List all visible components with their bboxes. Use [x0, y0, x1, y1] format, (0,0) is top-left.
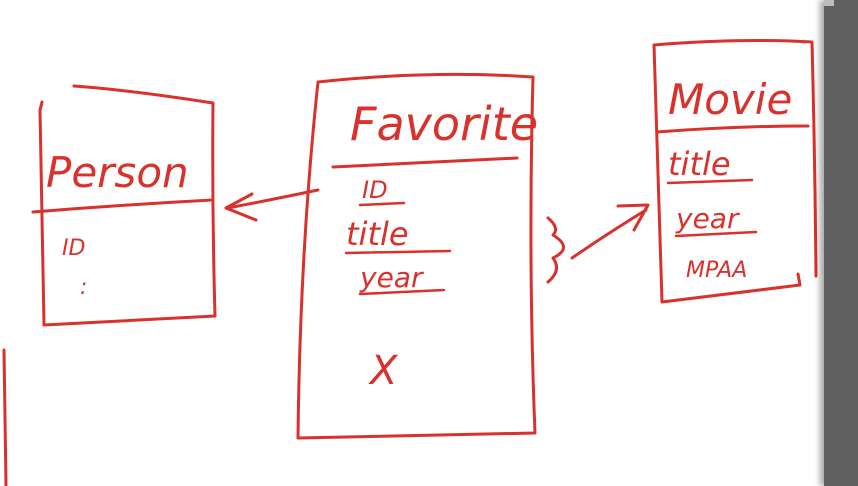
er-diagram: Person ID : Favorite ID title year X Mov… [2, 39, 818, 486]
favorite-title-underline [344, 249, 452, 255]
relation-favorite-person [224, 188, 320, 222]
relation-line-to-movie [570, 208, 648, 260]
favorite-field-year: year [359, 261, 424, 294]
favorite-box-outline [296, 72, 537, 440]
entity-movie: Movie title year MPAA [652, 39, 818, 304]
favorite-year-underline [358, 288, 446, 296]
entity-person: Person ID : [31, 84, 217, 327]
person-title: Person [46, 148, 189, 197]
person-box-outline [38, 84, 217, 327]
person-box-corner [38, 100, 44, 112]
movie-field-mpaa: MPAA [686, 258, 747, 283]
stray-stroke-left [2, 348, 8, 486]
scrollbar-top-edge [824, 0, 834, 6]
favorite-x-mark: X [368, 348, 399, 394]
favorite-title-divider [331, 156, 519, 169]
arrowhead-movie-icon [616, 203, 650, 232]
person-title-divider [31, 198, 214, 214]
movie-field-year: year [675, 202, 740, 235]
movie-title: Movie [668, 75, 792, 124]
favorite-field-id: ID [362, 176, 388, 204]
movie-field-title: title [668, 145, 731, 183]
relation-favorite-movie [546, 203, 650, 284]
favorite-field-title: title [346, 215, 409, 253]
favorite-id-underline [358, 201, 406, 207]
person-field-more: : [80, 275, 87, 300]
movie-box-top-right [652, 39, 818, 278]
movie-year-underline [674, 230, 758, 238]
entity-favorite: Favorite ID title year X [296, 72, 538, 440]
movie-title-underline [666, 178, 754, 185]
arrowhead-person-icon [224, 192, 258, 222]
relation-line-to-person [226, 188, 320, 210]
favorite-title: Favorite [350, 97, 538, 151]
many-brace-icon [546, 216, 565, 284]
movie-box-left-bottom [652, 43, 802, 304]
person-field-id: ID [62, 236, 85, 261]
vertical-scrollbar[interactable] [824, 0, 858, 486]
movie-title-divider [655, 124, 810, 134]
